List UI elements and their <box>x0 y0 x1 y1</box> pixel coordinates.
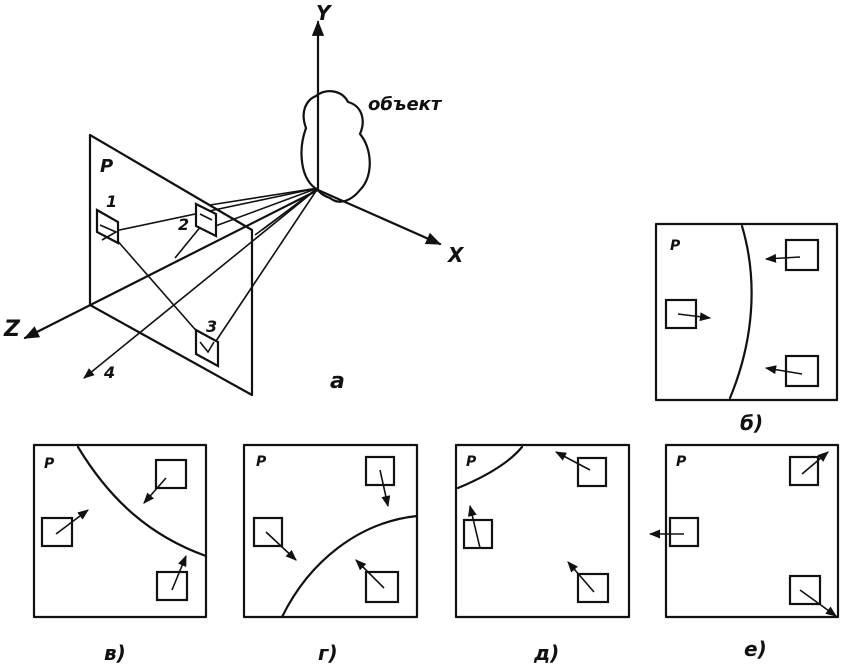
panel-e-plane-label: P <box>676 454 687 470</box>
panel-d-box-1 <box>576 456 608 488</box>
ray-4 <box>83 187 319 379</box>
panel-g-box-2 <box>252 516 284 548</box>
panel-v-arrow-3 <box>171 554 187 591</box>
point-1-arrow <box>99 224 118 241</box>
panel-g-arc <box>280 514 419 619</box>
panel-d-frame <box>454 443 631 619</box>
object-label: объект <box>368 94 443 115</box>
z-axis-label: Z <box>3 317 21 342</box>
panel-e-box-3 <box>788 574 822 606</box>
panel-d-arc <box>456 445 524 490</box>
point-label-2: 2 <box>178 215 189 234</box>
ray-1 <box>109 187 319 233</box>
panel-g-box-1 <box>364 455 396 487</box>
point-label-1: 1 <box>106 192 117 211</box>
panel-v-box-3 <box>155 570 189 602</box>
caption-d: д) <box>533 641 559 665</box>
caption-main: a <box>330 369 345 394</box>
panel-e-frame <box>664 443 840 619</box>
panel-e-arrow-3 <box>799 589 837 617</box>
panel-v-arrow-2 <box>55 509 89 535</box>
z-axis <box>23 188 320 340</box>
panel-d-box-2 <box>462 518 494 550</box>
panel-e-arrow-1 <box>801 451 829 475</box>
panel-d-plane-label: P <box>466 454 477 470</box>
panel-v-plane-label: P <box>44 456 55 472</box>
caption-v: в) <box>104 641 126 665</box>
link-1-3 <box>107 229 201 336</box>
panel-g-plane-label: P <box>256 454 267 470</box>
panel-g-arrow-2 <box>265 531 297 561</box>
x-axis-label: X <box>446 243 465 267</box>
panel-v-frame <box>32 443 208 619</box>
main-scheme: Y X Z объект P 4 1 2 <box>3 1 465 397</box>
panel-g-arrow-1 <box>379 469 391 508</box>
image-plane <box>88 133 254 397</box>
caption-e: е) <box>744 637 767 661</box>
panel-d-arrow-1 <box>555 451 591 471</box>
y-axis-label: Y <box>316 1 333 25</box>
panel-b-plane-label: P <box>670 238 681 254</box>
caption-b: б) <box>740 411 763 435</box>
panel-e-box-1 <box>788 455 820 487</box>
ray-2a <box>209 187 319 206</box>
object-shape <box>300 90 371 203</box>
x-axis <box>316 188 442 246</box>
panel-b-arrow-2 <box>677 312 712 322</box>
panel-e-box-2 <box>668 516 700 548</box>
panel-b: P б) <box>654 222 839 435</box>
point-label-3: 3 <box>206 317 217 336</box>
panel-g-arrow-3 <box>355 559 385 589</box>
ray-2b <box>209 187 319 229</box>
panel-b-arrow-3 <box>764 365 803 375</box>
caption-g: г) <box>318 641 338 665</box>
panel-b-arc <box>728 224 753 400</box>
panel-e: P е) <box>648 443 840 661</box>
panel-v-box-2 <box>40 516 74 548</box>
panel-d-arrow-3 <box>567 561 595 593</box>
point-3-arrow <box>199 341 215 354</box>
panel-v-arrow-1 <box>143 477 167 504</box>
panel-b-arrow-1 <box>764 253 801 263</box>
panel-g-frame <box>242 443 419 619</box>
point-3-marker <box>194 328 220 368</box>
panel-d: P д) <box>454 443 631 665</box>
point-label-4: 4 <box>103 363 115 382</box>
panel-v-arc <box>76 445 208 558</box>
point-2-arrow <box>199 213 213 221</box>
panel-b-frame <box>654 222 839 402</box>
point-1-marker <box>95 208 120 245</box>
plane-label: P <box>100 156 113 177</box>
panel-b-box-3 <box>784 354 820 388</box>
ray-3 <box>209 187 319 351</box>
panel-b-box-1 <box>784 238 820 272</box>
panel-v: P в) <box>32 443 208 665</box>
panel-d-arrow-2 <box>467 504 481 549</box>
point-2-marker <box>194 202 218 238</box>
panel-g: P г) <box>242 443 419 665</box>
